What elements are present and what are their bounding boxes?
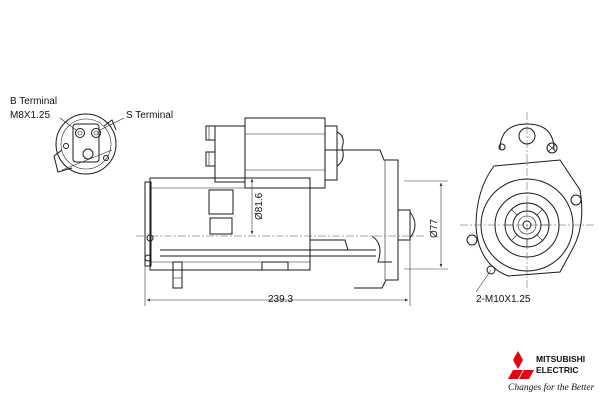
left-bolt-hole bbox=[466, 234, 478, 246]
side-view bbox=[136, 117, 425, 289]
s-terminal-stud bbox=[91, 128, 101, 138]
brand-name-line1: MITSUBISHI bbox=[536, 354, 585, 364]
motor-yoke bbox=[149, 177, 311, 271]
terminal-end-view bbox=[53, 113, 125, 175]
upper-bolt-hole bbox=[546, 142, 558, 154]
dimension-diameter-pilot bbox=[404, 180, 448, 270]
front-view bbox=[460, 112, 594, 293]
pilot-diameter-label: Ø77 bbox=[429, 219, 440, 238]
length-dimension-label: 239.3 bbox=[268, 294, 293, 305]
mount-bolt-label: 2-M10X1.25 bbox=[476, 294, 531, 305]
brand-name-line2: ELECTRIC bbox=[536, 365, 579, 375]
mitsubishi-logo-icon bbox=[508, 351, 534, 379]
brand-tagline: Changes for the Better bbox=[508, 382, 595, 393]
b-terminal-label: B Terminal bbox=[10, 96, 57, 107]
dimension-length bbox=[144, 240, 411, 306]
body-diameter-label: Ø81.6 bbox=[254, 192, 265, 220]
b-terminal-thread-label: M8X1.25 bbox=[10, 110, 50, 121]
solenoid-cap bbox=[214, 125, 246, 183]
mounting-flange bbox=[475, 159, 583, 277]
lower-stud bbox=[172, 261, 183, 289]
lower-bolt-hole bbox=[486, 265, 496, 275]
right-bolt-hole bbox=[570, 194, 582, 206]
b-terminal-stud bbox=[75, 128, 85, 138]
s-terminal-label: S Terminal bbox=[126, 110, 173, 121]
